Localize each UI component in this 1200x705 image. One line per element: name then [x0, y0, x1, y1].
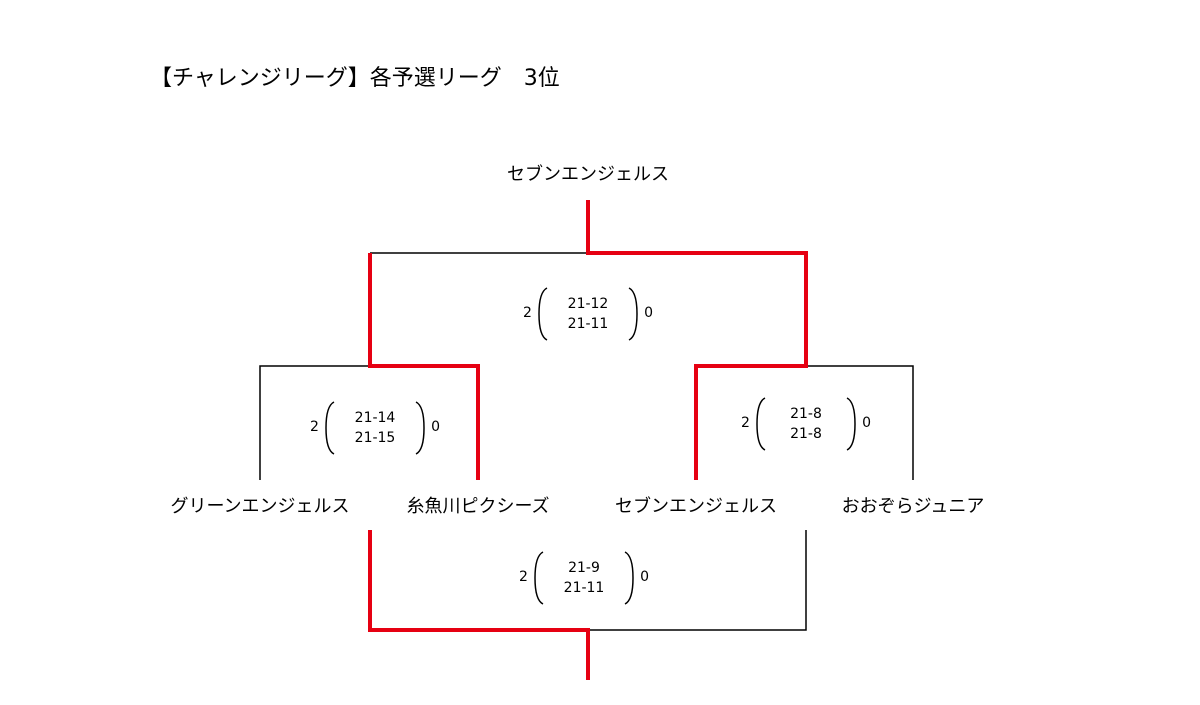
- bracket-parens: [325, 401, 425, 455]
- semi-left-win-path: [368, 253, 480, 480]
- game-score: 21-12: [567, 296, 609, 312]
- winner-sets: 2: [310, 419, 319, 435]
- team-name: おおぞらジュニア: [841, 496, 985, 517]
- match-score-semi-right: 2 21-8 21-8 0: [741, 396, 871, 452]
- third-win-path: [368, 530, 590, 680]
- loser-sets: 0: [431, 419, 440, 435]
- game-score: 21-8: [790, 426, 822, 442]
- semi-right-branch-black: [806, 365, 914, 480]
- page-title: 【チャレンジリーグ】各予選リーグ 3位: [150, 66, 560, 91]
- game-score: 21-11: [567, 316, 609, 332]
- game-score: 21-14: [354, 410, 396, 426]
- third-right-branch-black: [588, 530, 807, 631]
- loser-sets: 0: [862, 415, 871, 431]
- game-scores: 21-12 21-11: [561, 286, 615, 334]
- bracket-parens: [538, 287, 638, 341]
- champion-name: セブンエンジェルス: [507, 164, 669, 185]
- loser-sets: 0: [644, 305, 653, 321]
- game-scores: 21-8 21-8: [779, 396, 833, 444]
- loser-sets: 0: [640, 569, 649, 585]
- team-name: グリーンエンジェルス: [170, 496, 350, 517]
- winner-sets: 2: [741, 415, 750, 431]
- game-score: 21-15: [354, 430, 396, 446]
- game-score: 21-8: [790, 406, 822, 422]
- game-scores: 21-9 21-11: [557, 550, 611, 598]
- match-score-semi-left: 2 21-14 21-15 0: [310, 400, 440, 456]
- winner-sets: 2: [519, 569, 528, 585]
- winner-sets: 2: [523, 305, 532, 321]
- bracket-parens: [756, 397, 856, 451]
- game-score: 21-11: [563, 580, 605, 596]
- match-score-third-place: 2 21-9 21-11 0: [519, 550, 649, 606]
- game-score: 21-9: [568, 560, 600, 576]
- final-win-path: [586, 200, 808, 480]
- semi-left-branch-black: [259, 365, 370, 480]
- match-score-final: 2 21-12 21-11 0: [523, 286, 653, 342]
- game-scores: 21-14 21-15: [348, 400, 402, 448]
- bracket-parens: [534, 551, 634, 605]
- team-name: 糸魚川ピクシーズ: [406, 496, 550, 517]
- team-name: セブンエンジェルス: [615, 496, 777, 517]
